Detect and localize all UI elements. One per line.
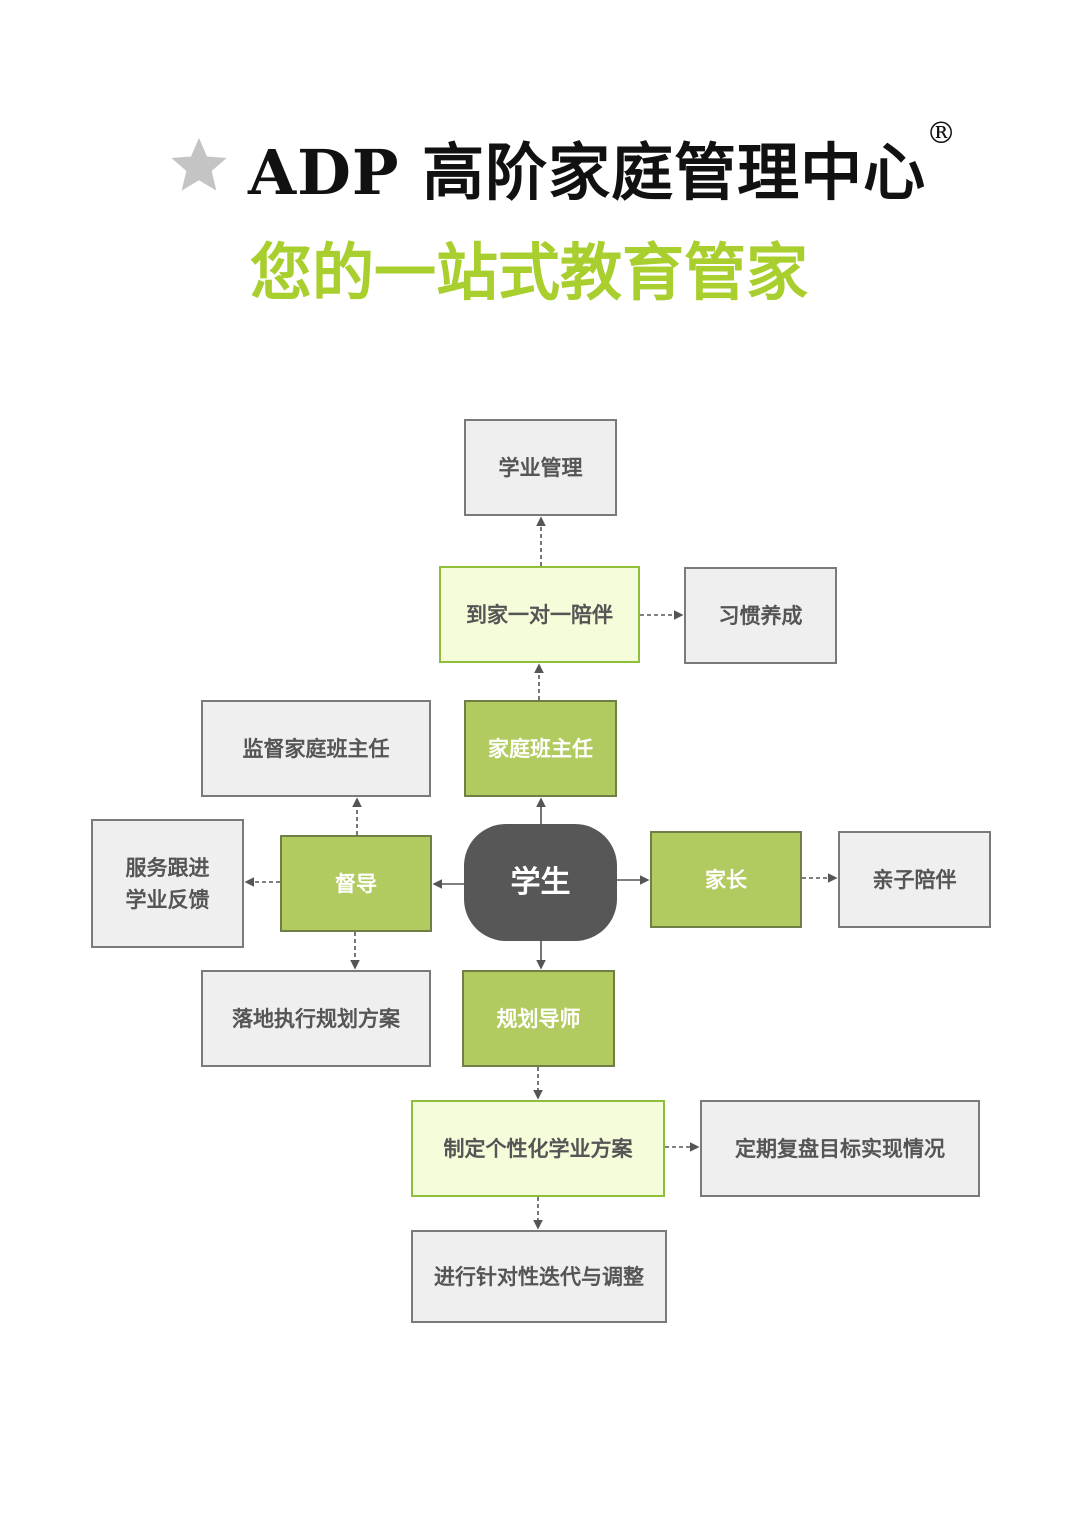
node-planner: 规划导师 [462,970,615,1067]
node-home-teacher: 家庭班主任 [464,700,617,797]
star-icon [171,137,227,191]
node-feedback: 服务跟进 学业反馈 [91,819,244,948]
node-review: 定期复盘目标实现情况 [700,1100,980,1197]
registered-mark: ® [926,116,958,151]
node-supervise-teacher: 监督家庭班主任 [201,700,431,797]
node-custom-plan: 制定个性化学业方案 [411,1100,665,1197]
page-title: ADP 高阶家庭管理中心® [248,116,958,209]
feedback-line-1: 服务跟进 [125,855,210,880]
page-subtitle: 您的一站式教育管家 [250,236,809,309]
node-home-tutoring: 到家一对一陪伴 [439,566,640,663]
node-parent: 家长 [650,831,802,928]
node-academic: 学业管理 [464,419,617,516]
node-execute-plan: 落地执行规划方案 [201,970,431,1067]
node-iterate: 进行针对性迭代与调整 [411,1230,667,1323]
node-supervisor: 督导 [280,835,432,932]
node-parent-child: 亲子陪伴 [838,831,991,928]
node-student: 学生 [464,824,617,941]
feedback-line-2: 学业反馈 [125,886,210,912]
node-habits: 习惯养成 [684,567,837,664]
